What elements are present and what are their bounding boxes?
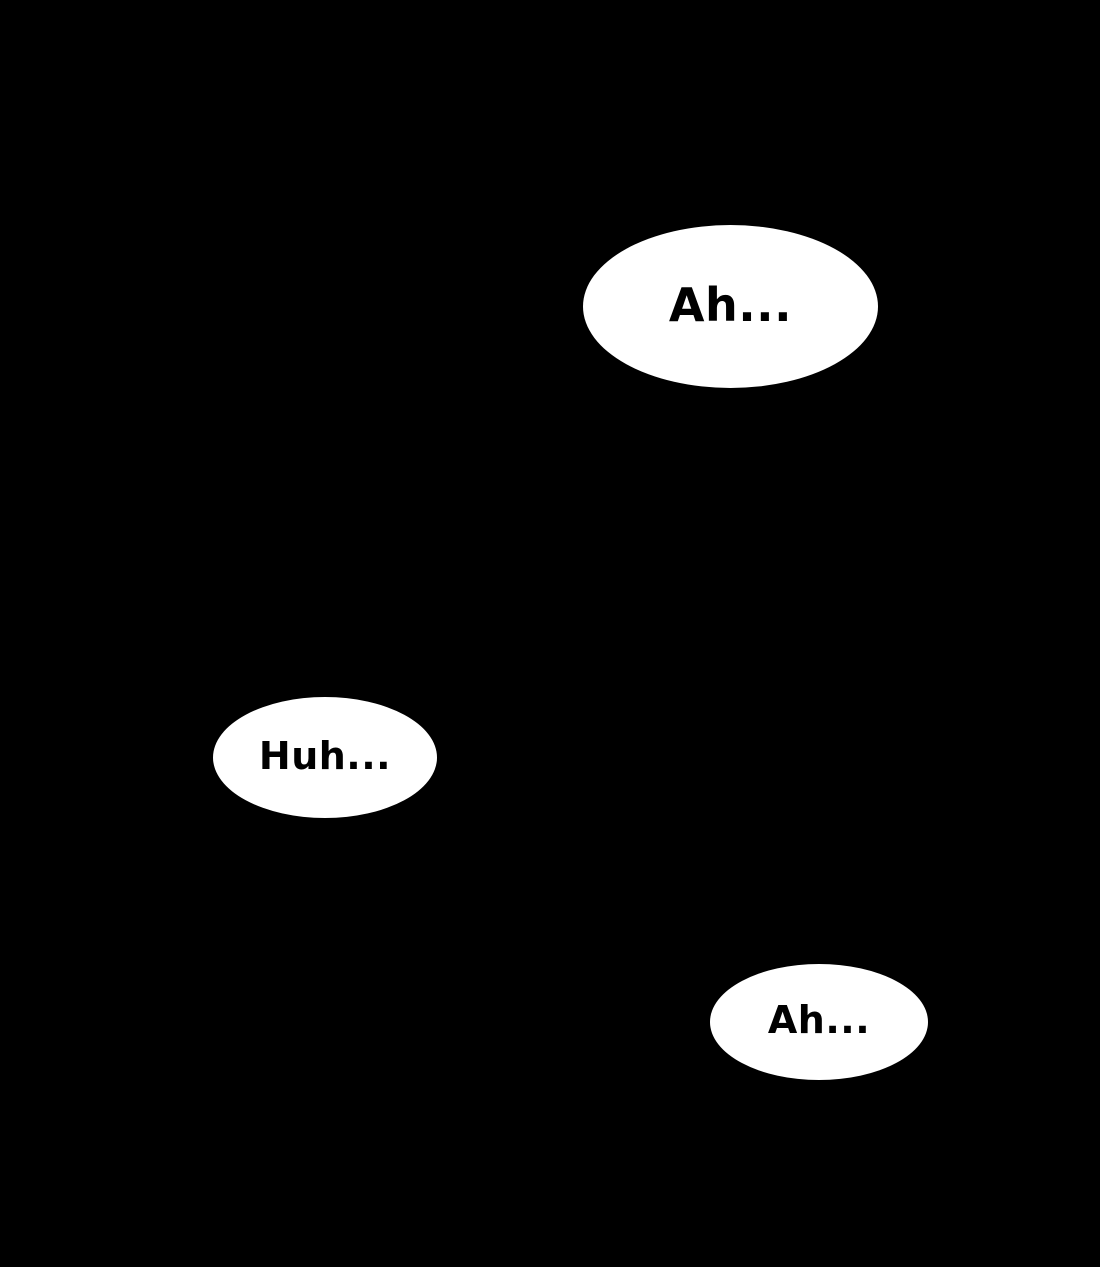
speech-bubble-text: Ah...	[767, 998, 871, 1042]
speech-bubble-text: Huh...	[258, 733, 392, 778]
speech-bubble-text: Ah...	[668, 277, 793, 332]
speech-bubble: Ah...	[710, 964, 928, 1080]
speech-bubble: Huh...	[213, 697, 437, 818]
speech-bubble: Ah...	[583, 225, 878, 388]
